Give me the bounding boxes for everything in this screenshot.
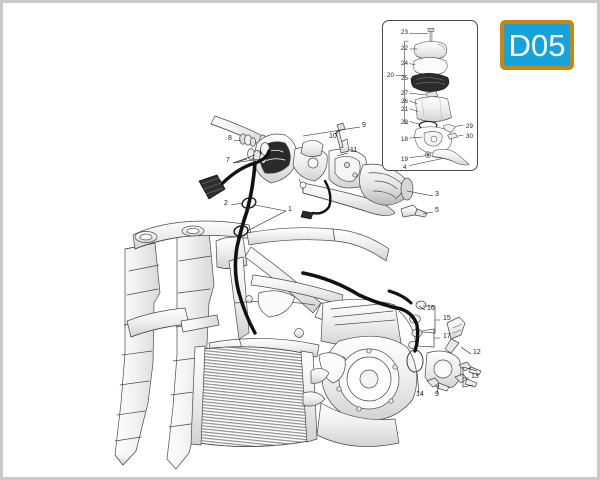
callout-5: 5: [435, 207, 439, 214]
inset-callout-29: 29: [466, 123, 473, 130]
page-code-label: D05: [508, 27, 566, 63]
callout-12: 12: [473, 349, 481, 356]
inset-callout-22: 22: [401, 45, 408, 52]
inset-callout-23: 23: [401, 29, 408, 36]
detail-inset-panel: 23 22 24 25 27 26 21 28 20 18 19 4 29 30: [382, 20, 478, 171]
callout-16: 16: [427, 305, 435, 312]
page-code-badge: D05: [500, 20, 574, 70]
callout-15: 15: [443, 315, 451, 322]
callout-10: 10: [329, 133, 337, 140]
diagram-canvas: D05: [3, 3, 597, 477]
inset-illustration: [395, 28, 470, 166]
inset-callout-24: 24: [401, 60, 408, 67]
bolt-10: [335, 122, 346, 149]
radiator: [190, 345, 318, 447]
inset-callout-21: 21: [401, 106, 408, 113]
hose-fittings-group: [406, 300, 482, 392]
right-control-assembly: [328, 138, 428, 218]
callout-2: 2: [224, 200, 228, 207]
inset-callout-28: 28: [401, 119, 408, 126]
inset-callout-4: 4: [403, 164, 407, 171]
front-fork-assembly: [114, 220, 253, 470]
callout-3: 3: [435, 191, 439, 198]
inset-callout-27: 27: [401, 90, 408, 97]
callout-leader-lines: [230, 126, 478, 394]
callout-7: 7: [226, 157, 230, 164]
wiring-harness: [198, 149, 420, 353]
inset-callout-19: 19: [401, 156, 408, 163]
inset-callout-20: 20: [387, 72, 394, 79]
inset-callout-18: 18: [401, 136, 408, 143]
inset-callout-26: 26: [401, 98, 408, 105]
inset-callout-25: 25: [401, 75, 408, 82]
callout-9: 9: [362, 122, 366, 129]
inset-callout-30: 30: [466, 133, 473, 140]
engine-assembly: [302, 299, 418, 447]
callout-1: 1: [288, 206, 292, 213]
callout-8: 8: [228, 135, 232, 142]
callout-13: 13: [471, 373, 479, 380]
callout-11: 11: [350, 147, 358, 154]
callout-9-lower: 9: [435, 391, 439, 398]
parts-illustration: [114, 115, 482, 470]
callout-17: 17: [443, 333, 451, 340]
callout-14: 14: [416, 391, 424, 398]
